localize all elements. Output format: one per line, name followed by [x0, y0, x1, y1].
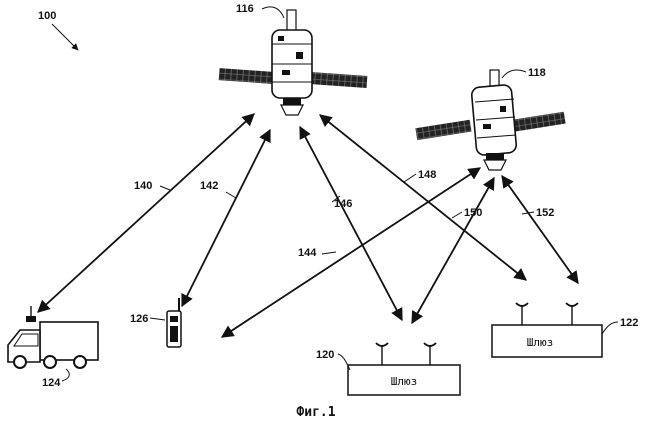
solar-panel-left [219, 68, 275, 84]
gateway-120-label: Шлюз [391, 375, 418, 388]
link-148-ref: 148 [418, 169, 436, 181]
gateway-122[interactable]: Шлюз [492, 303, 602, 357]
link-150 [412, 178, 494, 323]
link-140 [38, 114, 254, 312]
link-142-ref: 142 [200, 180, 218, 192]
gateway-120-ref: 120 [316, 349, 334, 361]
link-146 [300, 127, 402, 320]
antenna-icon [424, 343, 436, 346]
link-146-ref: 146 [334, 198, 352, 210]
link-152 [502, 176, 578, 283]
system-ref-label: 100 [38, 10, 56, 22]
vehicle-124-ref: 124 [42, 377, 61, 389]
link-140-ref: 140 [134, 180, 152, 192]
vehicle-cargo-box [40, 322, 98, 360]
link-144 [222, 168, 480, 337]
wheel [44, 356, 56, 368]
antenna-icon [516, 303, 528, 306]
solar-panel-right [312, 72, 368, 88]
solar-panel-right [509, 112, 565, 132]
satellite-116-ref: 116 [236, 3, 254, 15]
gateway-122-ref: 122 [620, 317, 638, 329]
link-152-ref: 152 [536, 207, 554, 219]
wheel [74, 356, 86, 368]
link-142 [182, 130, 270, 306]
figure-caption: Фиг.1 [296, 405, 335, 420]
gateway-122-label: Шлюз [527, 336, 554, 349]
handset-126 [167, 298, 181, 347]
vehicle-124 [8, 306, 98, 368]
link-150-ref: 150 [464, 207, 482, 219]
system-ref-arrow [52, 24, 78, 50]
antenna-icon [566, 303, 578, 306]
satellite-118 [415, 70, 565, 170]
solar-panel-left [415, 120, 471, 140]
gateway-120[interactable]: Шлюз [348, 343, 460, 395]
satellite-118-ref: 118 [528, 67, 546, 79]
antenna-icon [376, 343, 388, 346]
link-144-ref: 144 [298, 247, 317, 259]
wheel [14, 356, 26, 368]
handset-126-ref: 126 [130, 313, 148, 325]
satellite-116 [219, 10, 368, 115]
